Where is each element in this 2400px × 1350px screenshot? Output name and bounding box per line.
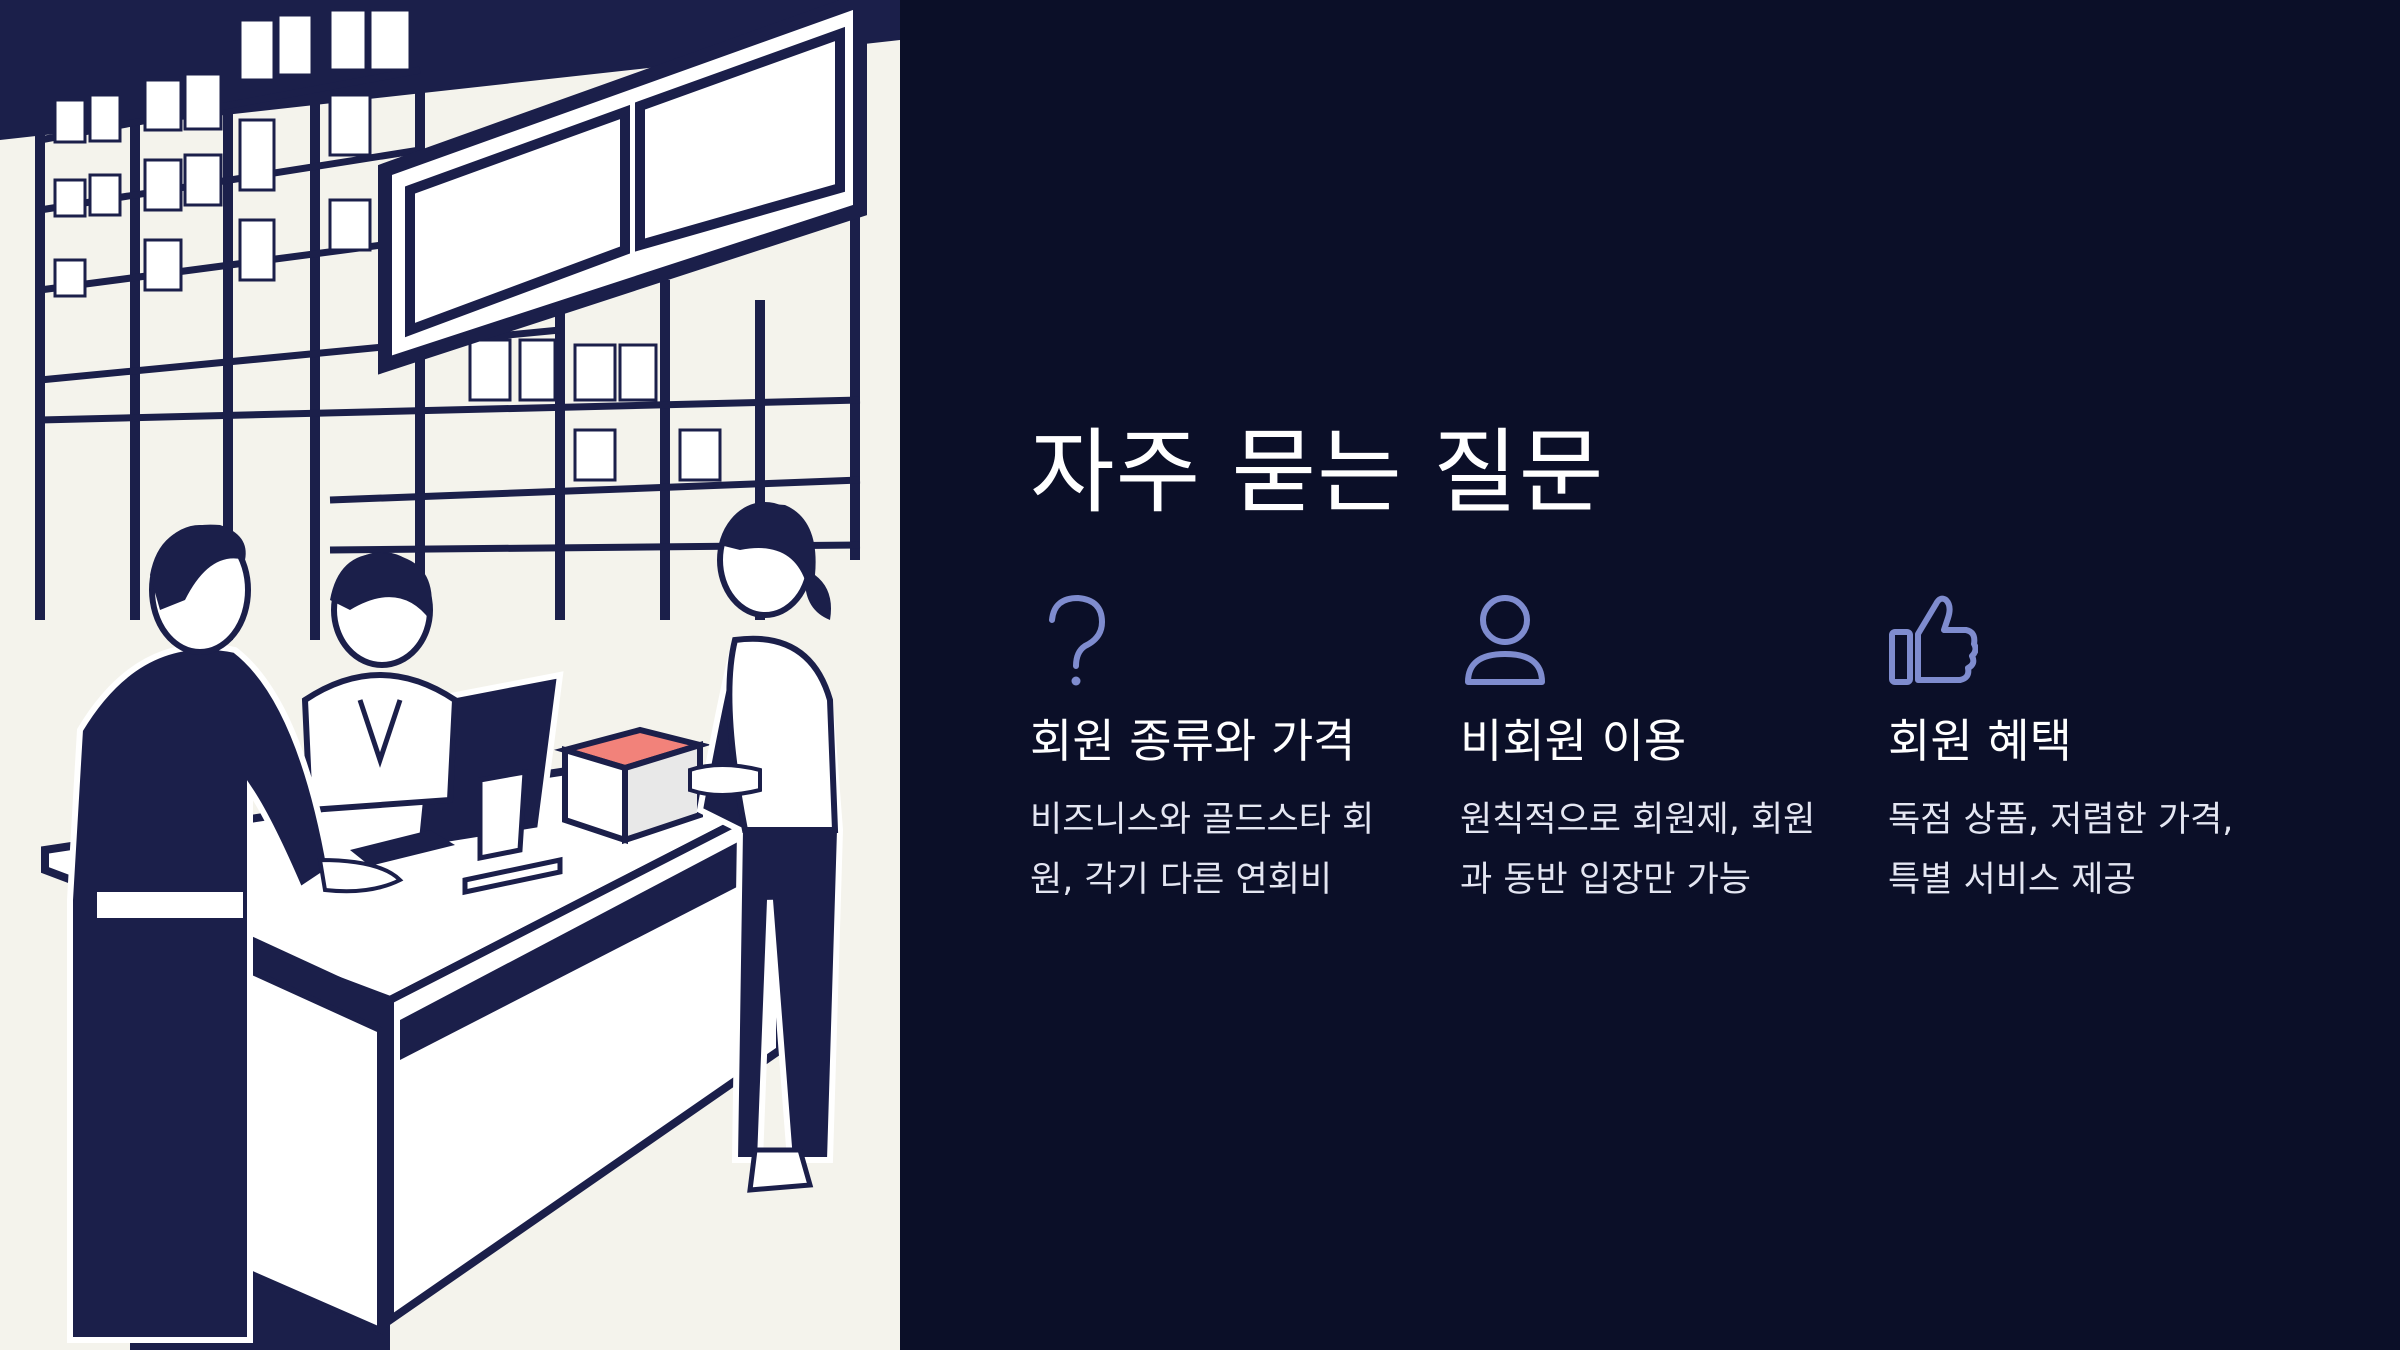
faq-heading: 회원 종류와 가격 [1030, 714, 1356, 768]
faq-heading: 비회원 이용 [1460, 714, 1687, 768]
page-title: 자주 묻는 질문 [1030, 419, 1605, 526]
faq-section: 자주 묻는 질문 회원 종류와 가격 비즈니스와 골드스타 회원, 각기 다른 … [900, 0, 2400, 1350]
user-icon [1460, 590, 1550, 690]
faq-body: 독점 상품, 저렴한 가격, 특별 서비스 제공 [1888, 799, 2234, 900]
warehouse-checkout-illustration [0, 0, 900, 1350]
shelf-boxes [53, 8, 722, 482]
staff-woman-figure [688, 502, 844, 1193]
keyboard [350, 830, 455, 866]
faq-item-membership-types: 회원 종류와 가격 비즈니스와 골드스타 회원, 각기 다른 연회비 [1030, 590, 1420, 910]
faq-item-non-member: 비회원 이용 원칙적으로 회원제, 회원과 동반 입장만 가능 [1460, 590, 1850, 910]
faq-item-member-benefits: 회원 혜택 독점 상품, 저렴한 가격, 특별 서비스 제공 [1888, 590, 2278, 910]
faq-body: 비즈니스와 골드스타 회원, 각기 다른 연회비 [1030, 799, 1375, 900]
faq-heading: 회원 혜택 [1888, 714, 2072, 768]
question-mark-icon [1030, 590, 1120, 690]
warehouse-checkout-illustration-svg [0, 0, 900, 1350]
faq-body: 원칙적으로 회원제, 회원과 동반 입장만 가능 [1460, 799, 1816, 900]
customer-figure [67, 524, 404, 1343]
cashier-figure [301, 552, 459, 814]
thumbs-up-icon [1888, 590, 1978, 690]
